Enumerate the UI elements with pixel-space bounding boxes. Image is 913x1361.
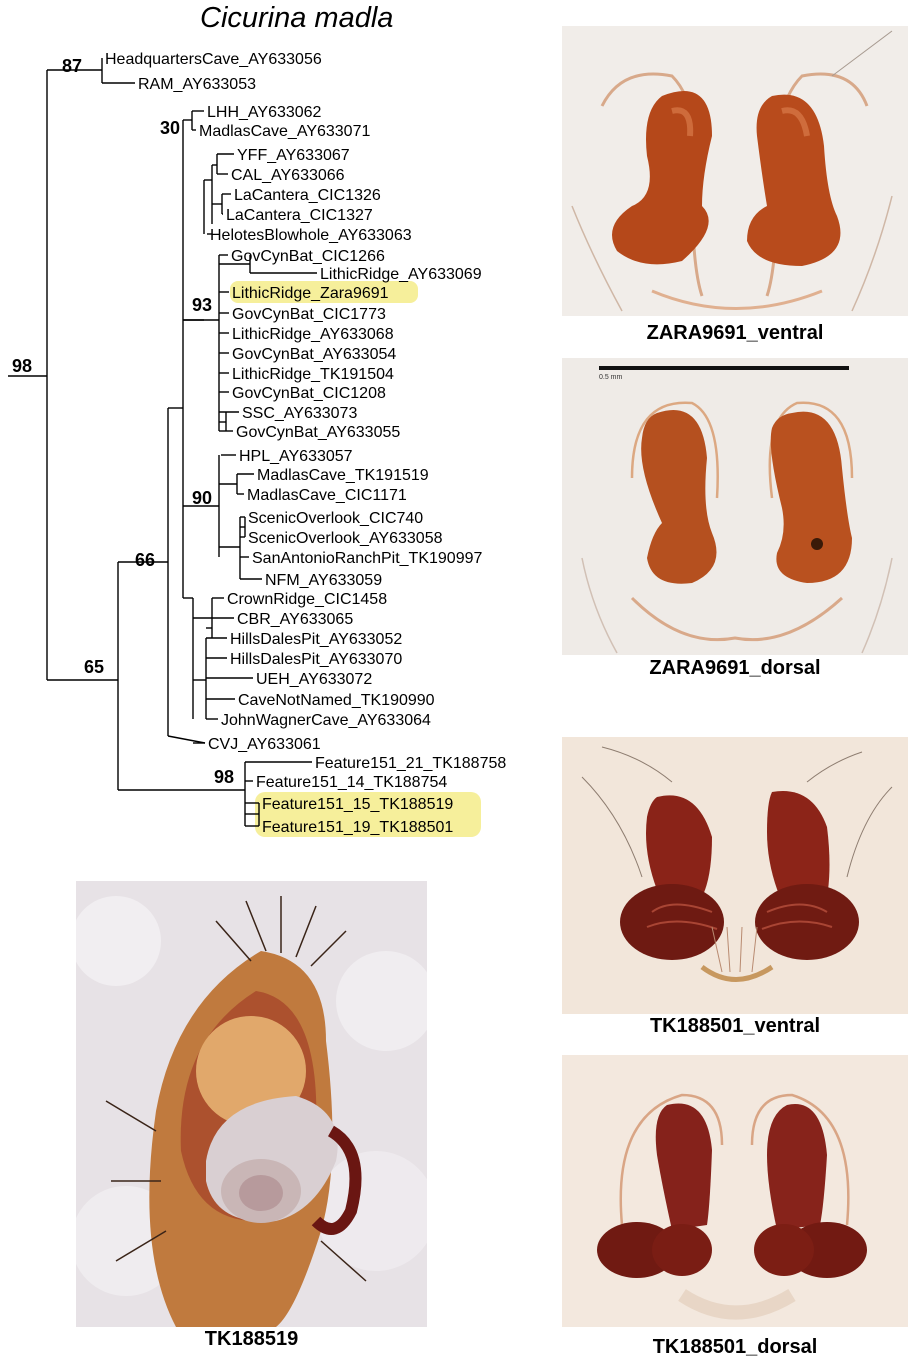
leaf-label: MadlasCave_AY633071: [199, 123, 370, 140]
leaf-label: JohnWagnerCave_AY633064: [221, 712, 431, 729]
leaf-label: HPL_AY633057: [239, 448, 353, 465]
leaf-label: CVJ_AY633061: [208, 736, 321, 753]
leaf-label: Feature151_19_TK188501: [262, 819, 453, 836]
leaf-label: SSC_AY633073: [242, 405, 357, 422]
leaf-label: CAL_AY633066: [231, 167, 345, 184]
leaf-label: MadlasCave_TK191519: [257, 467, 429, 484]
photo-zara9691-dorsal: 0.5 mm: [562, 358, 908, 655]
photo-tk188519: [76, 881, 427, 1327]
leaf-label: ScenicOverlook_CIC740: [248, 510, 423, 527]
leaf-label: NFM_AY633059: [265, 572, 382, 589]
leaf-label: Feature151_14_TK188754: [256, 774, 447, 791]
leaf-label: LaCantera_CIC1327: [226, 207, 373, 224]
caption-tk188501-dorsal: TK188501_dorsal: [562, 1336, 908, 1359]
leaf-label: HillsDalesPit_AY633052: [230, 631, 402, 648]
caption-tk188501-ventral: TK188501_ventral: [562, 1015, 908, 1038]
support-value: 93: [192, 295, 212, 315]
photo-zara9691-ventral: [562, 26, 908, 316]
leaf-label: GovCynBat_CIC1266: [231, 248, 385, 265]
leaf-label: GovCynBat_AY633054: [232, 346, 396, 363]
support-value: 87: [62, 56, 82, 76]
phylogenetic-tree: HeadquartersCave_AY633056RAM_AY633053LHH…: [0, 0, 540, 860]
support-value: 98: [214, 767, 234, 787]
epigynum-ventral-illustration: [562, 737, 908, 1014]
support-value: 98: [12, 356, 32, 376]
caption-zara9691-dorsal: ZARA9691_dorsal: [562, 657, 908, 680]
leaf-label: GovCynBat_CIC1208: [232, 385, 386, 402]
leaf-label: GovCynBat_AY633055: [236, 424, 400, 441]
leaf-label: HelotesBlowhole_AY633063: [210, 227, 412, 244]
epigynum-ventral-illustration: [562, 26, 908, 316]
support-value: 90: [192, 488, 212, 508]
leaf-label: ScenicOverlook_AY633058: [248, 530, 443, 547]
male-palp-illustration: [76, 881, 427, 1327]
leaf-label: CaveNotNamed_TK190990: [238, 692, 435, 709]
scale-bar: [599, 366, 849, 370]
photo-tk188501-dorsal: [562, 1055, 908, 1327]
caption-tk188519: TK188519: [76, 1328, 427, 1351]
leaf-label: Feature151_15_TK188519: [262, 796, 453, 813]
leaf-label: CBR_AY633065: [237, 611, 353, 628]
leaf-label: UEH_AY633072: [256, 671, 372, 688]
leaf-label: GovCynBat_CIC1773: [232, 306, 386, 323]
leaf-label: LHH_AY633062: [207, 104, 322, 121]
leaf-label: RAM_AY633053: [138, 76, 256, 93]
leaf-label: LithicRidge_TK191504: [232, 366, 394, 383]
epigynum-dorsal-illustration: [562, 1055, 908, 1327]
leaf-label: MadlasCave_CIC1171: [247, 487, 407, 504]
leaf-label: LithicRidge_AY633068: [232, 326, 394, 343]
caption-zara9691-ventral: ZARA9691_ventral: [562, 322, 908, 345]
support-value: 65: [84, 657, 104, 677]
support-value: 30: [160, 118, 180, 138]
photo-tk188501-ventral: [562, 737, 908, 1014]
leaf-label: YFF_AY633067: [237, 147, 350, 164]
leaf-label: LithicRidge_AY633069: [320, 266, 482, 283]
leaf-label: LaCantera_CIC1326: [234, 187, 381, 204]
epigynum-dorsal-illustration: [562, 358, 908, 655]
scale-bar-label: 0.5 mm: [599, 374, 622, 381]
leaf-label: HeadquartersCave_AY633056: [105, 51, 322, 68]
leaf-label: Feature151_21_TK188758: [315, 755, 506, 772]
tree-branch: [168, 736, 205, 743]
leaf-label: LithicRidge_Zara9691: [232, 285, 389, 302]
leaf-label: CrownRidge_CIC1458: [227, 591, 387, 608]
leaf-label: HillsDalesPit_AY633070: [230, 651, 402, 668]
leaf-label: SanAntonioRanchPit_TK190997: [252, 550, 482, 567]
support-value: 66: [135, 550, 155, 570]
